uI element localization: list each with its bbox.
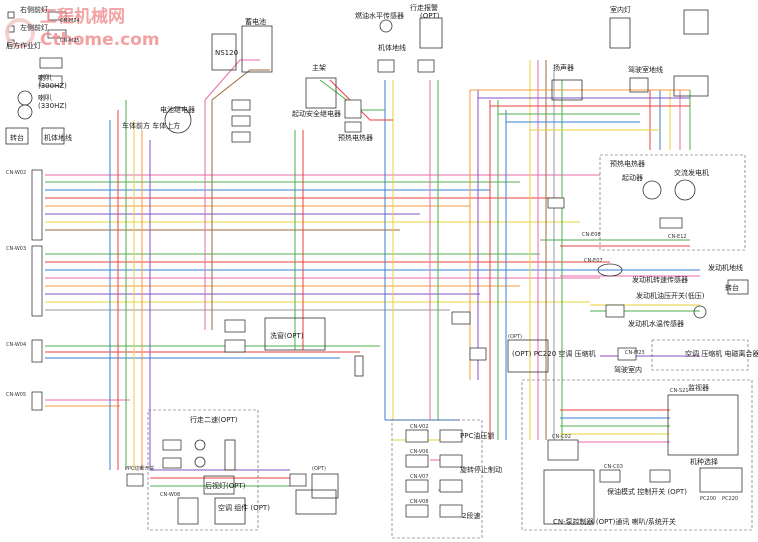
label-fuse-ns120: NS120: [215, 49, 238, 57]
label-cn-c02: CN-C02: [552, 434, 571, 440]
labels: 右侧前灯 左侧前灯 后方作业灯 喇叭 (300HZ) 喇叭 (330HZ) 转台…: [6, 3, 758, 526]
label-alternator: 交流发电机: [674, 168, 709, 177]
label-machine-ctrl: 保油模式 控制开关 (OPT): [607, 487, 687, 496]
label-right-headlight: 右侧前灯: [20, 5, 48, 14]
watermark-brand-cn: 工程机械网: [40, 6, 125, 27]
label-ctrl-unit: CN-泵控制器 (OPT)通讯 喇叭/系统开关: [553, 517, 676, 526]
label-starter: 起动器: [622, 173, 643, 182]
label-ppc-cut: PPC切断开关: [125, 465, 155, 472]
label-main-frame: 主架: [312, 63, 326, 72]
label-machine-switch: 机种选择: [690, 457, 718, 466]
label-opt-pc220: (OPT) PC220 空调 压缩机: [512, 349, 596, 358]
label-ground-left: 机体地线: [44, 133, 72, 142]
watermark-brand-en: Cthome.com: [40, 30, 160, 50]
label-cab-light: 室内灯: [610, 5, 631, 14]
label-travel-2speed: 行走二速(OPT): [190, 415, 238, 424]
label-travel-alarm-opt: (OPT): [420, 12, 440, 20]
label-engine-rpm-sensor: 发动机转速传感器: [632, 275, 688, 284]
label-left-headlight: 左侧前灯: [20, 23, 48, 32]
label-cn-e07: CN-E07: [584, 258, 603, 264]
label-rotate: 转台: [10, 133, 24, 142]
label-battery-pos: 车体前方 车体上方: [122, 121, 180, 130]
label-pc220: PC220: [722, 496, 738, 502]
label-horn2-freq: (330HZ): [38, 102, 67, 110]
label-heat-relay: 预热电热器: [338, 133, 373, 142]
label-cn-m25: CN-M25: [60, 38, 80, 44]
label-cn-w03: CN-W03: [6, 246, 26, 252]
components: [5, 9, 753, 539]
label-pc200: PC200: [700, 496, 716, 502]
label-cn-w05: CN-W05: [6, 392, 26, 398]
label-cn-c03: CN-C03: [604, 464, 623, 470]
label-air-compressor: 空调 压缩机 电磁离合器: [685, 349, 758, 358]
label-cn-m24: CN-M24: [60, 18, 80, 24]
label-dashboard: 监视器: [688, 383, 709, 392]
label-rear-work-light: 后方作业灯: [6, 41, 41, 50]
label-cn-e12: CN-E12: [668, 234, 687, 240]
label-fuel-sensor: 燃油水平传感器: [355, 11, 404, 20]
label-cn-w08: CN-W08: [160, 492, 180, 498]
label-horn-ground: 驾驶室地线: [628, 65, 663, 74]
label-two-speed: 2段速: [462, 511, 480, 520]
label-horn1-freq: (300HZ): [38, 82, 67, 90]
label-pump-ctrl: PPC油压锁: [460, 431, 494, 440]
label-horn2: 喇叭: [38, 93, 52, 102]
label-cn-w02: CN-W02: [6, 170, 26, 176]
label-start-relay: 起动安全继电器: [292, 109, 341, 118]
label-cn-s21: CN-S21: [670, 388, 689, 394]
label-opt: (OPT): [312, 466, 326, 472]
label-wiper: 洗窗(OPT): [270, 331, 304, 340]
watermark: 工程机械网 Cthome.com: [5, 6, 160, 50]
label-horn1: 喇叭: [38, 73, 52, 82]
label-air-cond: 空调 组件 (OPT): [218, 503, 270, 512]
wire-bundle: [45, 59, 700, 491]
label-opt2: (OPT): [508, 334, 522, 340]
label-engine-oil-switch: 发动机油压开关(低压): [636, 291, 705, 300]
label-heater: 预热电热器: [610, 159, 645, 168]
label-rotate-right: 转台: [725, 283, 739, 292]
label-engine-ground: 发动机地线: [708, 263, 743, 272]
label-cn-v08: CN-V08: [410, 499, 429, 505]
label-engine-water-sensor: 发动机水温传感器: [628, 319, 684, 328]
label-battery: 蓄电池: [245, 17, 266, 26]
label-rear-light: 后视灯(OPT): [205, 481, 246, 490]
label-cn-m23: CN-M23: [625, 350, 645, 356]
label-travel-alarm: 行走报警: [410, 3, 438, 12]
label-cn-w04: CN-W04: [6, 342, 26, 348]
label-cn-e08: CN-E08: [582, 232, 601, 238]
label-speaker: 扬声器: [553, 63, 574, 72]
label-cn-v07: CN-V07: [410, 474, 429, 480]
label-cn-v06: CN-V06: [410, 449, 429, 455]
label-cab-fuse: 驾驶室内: [614, 365, 642, 374]
label-swing-brake: 旋转停止制动: [460, 465, 502, 474]
label-body-ground: 机体地线: [378, 43, 406, 52]
label-cn-v02: CN-V02: [410, 424, 429, 430]
label-battery-relay: 电池继电器: [160, 105, 195, 114]
